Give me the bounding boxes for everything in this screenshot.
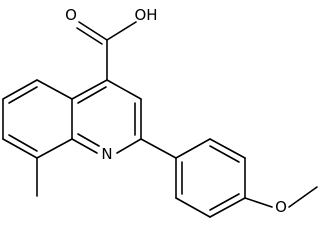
bond-c4prime-c5prime-inner	[209, 193, 240, 211]
carboxyl-group-bonds	[76, 21, 137, 81]
bond-c7-c8-inner	[8, 134, 38, 152]
benzo-ring-bonds	[2, 79, 73, 197]
bond-c5-c6	[2, 79, 38, 100]
methoxyphenyl-bonds	[140, 138, 318, 218]
bond-c4a-c4-inner	[77, 86, 107, 104]
bond-c2prime-c3prime-inner	[209, 145, 240, 163]
bond-c4a-c5	[36, 79, 73, 100]
pyridine-ring-bonds	[71, 79, 142, 154]
atom-n-ring: N	[101, 145, 112, 163]
bond-carbonyl-inner	[76, 27, 103, 45]
atom-o-methoxy: O	[275, 198, 287, 216]
bond-c8-c8a	[36, 138, 73, 159]
bond-c2prime-c3prime	[209, 138, 246, 159]
bond-c2-n1	[116, 138, 142, 154]
bond-c4a-c4	[71, 79, 108, 100]
bond-c4-c3	[106, 79, 142, 100]
bond-hydroxyl	[106, 21, 137, 41]
molecule-svg: O OH N O	[2, 6, 318, 218]
bond-carbonyl-outer	[78, 21, 108, 41]
bond-o-methyl	[288, 186, 318, 208]
bond-c2-c1prime	[140, 138, 177, 159]
atom-labels: O OH N O	[65, 6, 287, 216]
molecule-diagram: O OH N O	[2, 6, 318, 218]
bond-c4prime-c5prime	[209, 197, 246, 218]
bond-c4prime-o	[244, 197, 273, 208]
bond-n1-c8a-inner	[77, 133, 100, 147]
bond-n1-c8a	[71, 138, 98, 154]
atom-o-carbonyl: O	[65, 6, 77, 24]
bond-c5prime-c6prime	[175, 197, 211, 218]
bond-c5-c6-inner	[8, 86, 38, 104]
bond-c7-c8	[2, 138, 38, 159]
atom-oh-hydroxyl: OH	[134, 6, 157, 24]
bond-c1prime-c2prime	[175, 138, 211, 159]
